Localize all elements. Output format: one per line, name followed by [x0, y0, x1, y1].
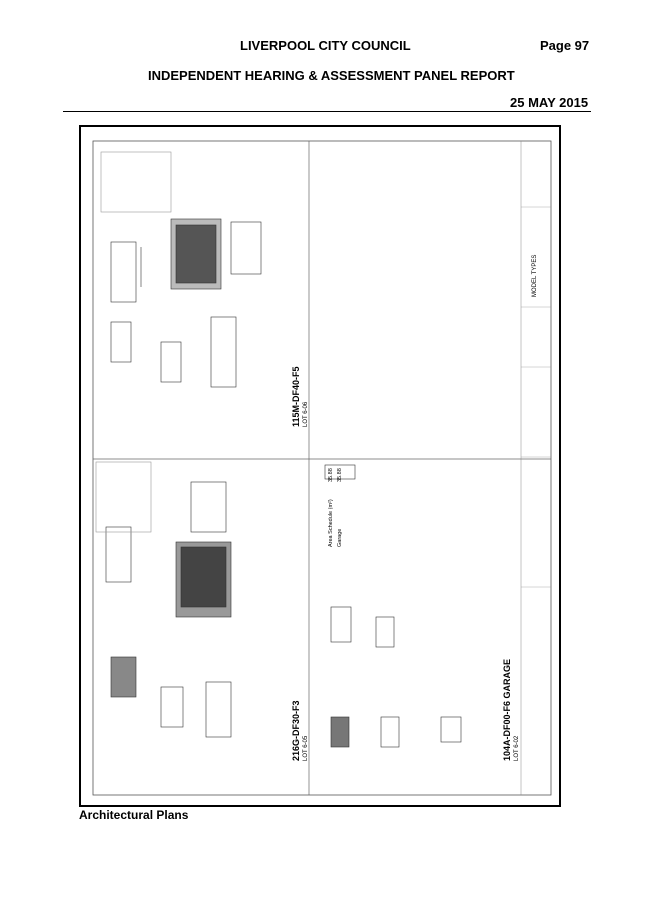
- figure-caption: Architectural Plans: [79, 808, 189, 822]
- title-block-lines: [521, 206, 551, 588]
- model-115m-lot: LOT 6-06: [303, 401, 309, 427]
- model-115m-drawings: [100, 151, 262, 388]
- model-115m-code: 115M-DF40-F5: [291, 366, 301, 427]
- report-title: INDEPENDENT HEARING & ASSESSMENT PANEL R…: [148, 68, 515, 83]
- model-216g-drawings: [95, 461, 232, 738]
- model-104a-drawings: [324, 464, 462, 748]
- page-number: Page 97: [540, 38, 590, 53]
- report-date: 25 MAY 2015: [510, 95, 589, 110]
- area-schedule-row-value: 35.88: [328, 468, 334, 482]
- model-104a-code: 104A-DF00-F6 GARAGE: [502, 659, 512, 761]
- title-block-drawing-title: MODEL TYPES: [532, 255, 538, 297]
- area-schedule-title: Area Schedule (m²): [328, 499, 334, 547]
- model-216g-lot: LOT 6-05: [303, 735, 309, 761]
- plan-drawing: 115M-DF40-F5 LOT 6-06 216G-DF30-F3 LOT 6…: [92, 140, 552, 796]
- model-104a-lot: LOT 6-02: [514, 735, 520, 761]
- area-schedule-total: 35.88: [337, 468, 343, 482]
- council-name: LIVERPOOL CITY COUNCIL: [240, 38, 411, 53]
- model-216g-code: 216G-DF30-F3: [291, 700, 301, 761]
- sheet-border: [92, 140, 552, 796]
- header-rule: [63, 111, 591, 112]
- architectural-plan-sheet: 115M-DF40-F5 LOT 6-06 216G-DF30-F3 LOT 6…: [79, 125, 561, 807]
- area-schedule-row-label: Garage: [337, 529, 343, 547]
